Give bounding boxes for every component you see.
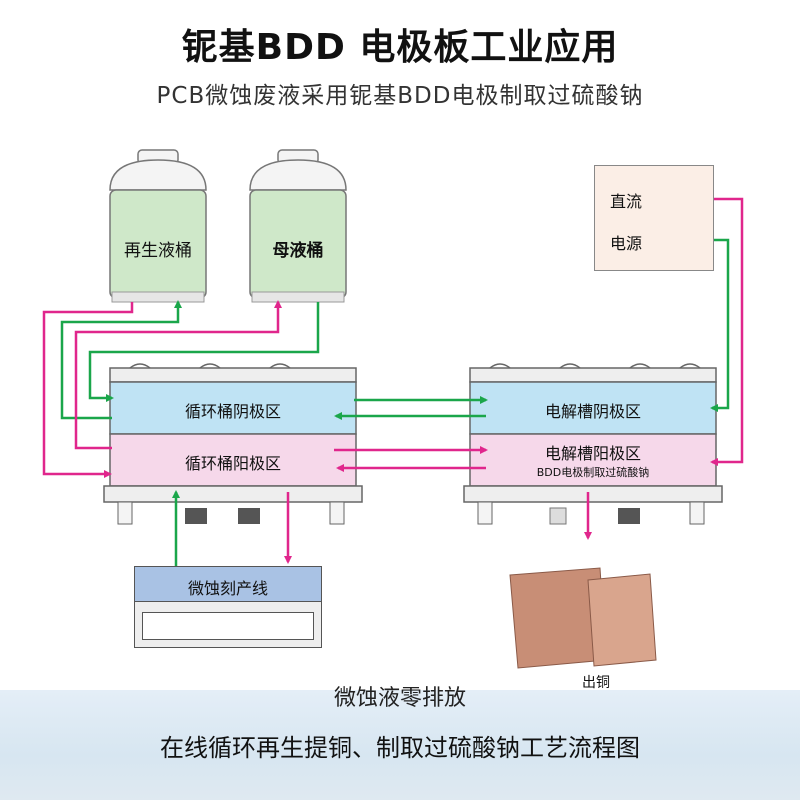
power-label-line2: 电源 [610, 234, 643, 253]
electrolysis-tank [463, 363, 723, 525]
copper-sheet-icon [509, 567, 657, 669]
page-title: 铌基BDD 电极板工业应用 [181, 27, 619, 68]
etching-line-label: 微蚀刻产线 [187, 579, 268, 598]
waste-tank [249, 149, 347, 303]
page-subtitle: PCB微蚀废液采用铌基BDD电极制取过硫酸钠 [156, 83, 644, 109]
power-label-line1: 直流 [610, 192, 643, 211]
caption-zero-discharge: 微蚀液零排放 [333, 686, 466, 711]
electrolysis-cathode-label: 电解槽阴极区 [544, 402, 641, 421]
wire-positive [710, 197, 744, 466]
waste-tank-label: 母液桶 [272, 241, 324, 261]
caption-process: 在线循环再生提铜、制取过硫酸钠工艺流程图 [160, 734, 640, 762]
flow-green-from-waste [88, 302, 320, 402]
etching-line-box [134, 566, 322, 602]
regen-tank [109, 149, 207, 303]
copper-output-label: 出铜 [582, 675, 610, 691]
electrolysis-anode-note: BDD电极制取过硫酸钠 [536, 466, 650, 479]
flow-magenta-to-waste [74, 300, 282, 450]
electrolysis-anode-label: 电解槽阳极区 [544, 444, 641, 463]
background-band [0, 690, 800, 800]
regen-tank-label: 再生液桶 [124, 241, 192, 261]
flow-magenta-from-regen [42, 302, 134, 478]
circulation-anode-label: 循环桶阳极区 [184, 454, 281, 473]
circulation-cathode-label: 循环桶阴极区 [184, 402, 281, 421]
circulation-tank [103, 363, 363, 525]
power-supply [594, 165, 714, 271]
wire-negative [710, 238, 730, 412]
etching-line-panel [142, 612, 314, 640]
flow-green-to-regen [60, 300, 182, 420]
